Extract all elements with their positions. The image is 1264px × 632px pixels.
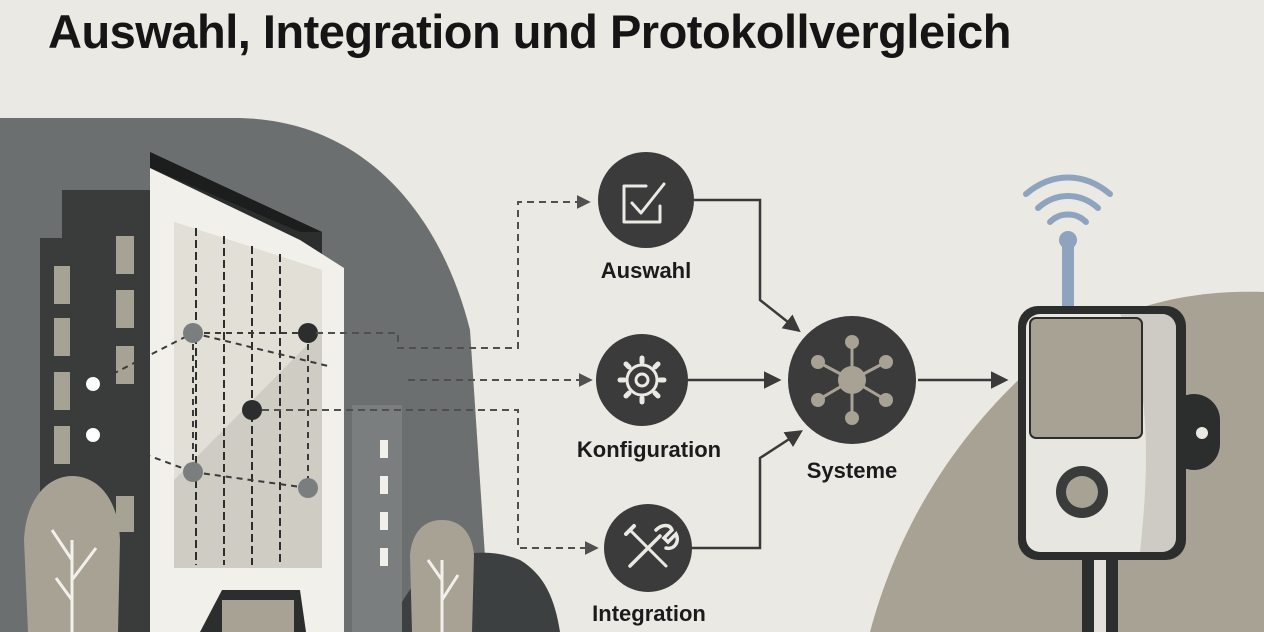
hub-systeme: Systeme xyxy=(788,316,916,483)
network-hub-icon xyxy=(811,335,893,425)
building-network-nodes xyxy=(84,323,318,498)
gear-icon xyxy=(617,355,667,405)
building-network xyxy=(92,332,329,489)
solid-connectors xyxy=(688,198,1009,550)
main-building xyxy=(150,152,344,632)
step-label-integration: Integration xyxy=(592,601,706,626)
step-label-auswahl: Auswahl xyxy=(601,258,691,283)
step-auswahl: Auswahl xyxy=(598,152,694,283)
dashed-connectors xyxy=(262,195,599,555)
tools-icon xyxy=(624,523,679,568)
step-integration: Integration xyxy=(592,504,706,626)
wifi-signal-icon xyxy=(1023,174,1113,225)
tree-right xyxy=(410,520,474,632)
side-building xyxy=(344,400,402,632)
hub-label: Systeme xyxy=(807,458,898,483)
page-title: Auswahl, Integration und Protokollvergle… xyxy=(48,5,1012,58)
step-konfiguration: Konfiguration xyxy=(577,334,721,462)
device xyxy=(1018,174,1220,632)
tree-left xyxy=(24,476,120,632)
step-label-konfiguration: Konfiguration xyxy=(577,437,721,462)
checklist-icon xyxy=(622,182,666,224)
